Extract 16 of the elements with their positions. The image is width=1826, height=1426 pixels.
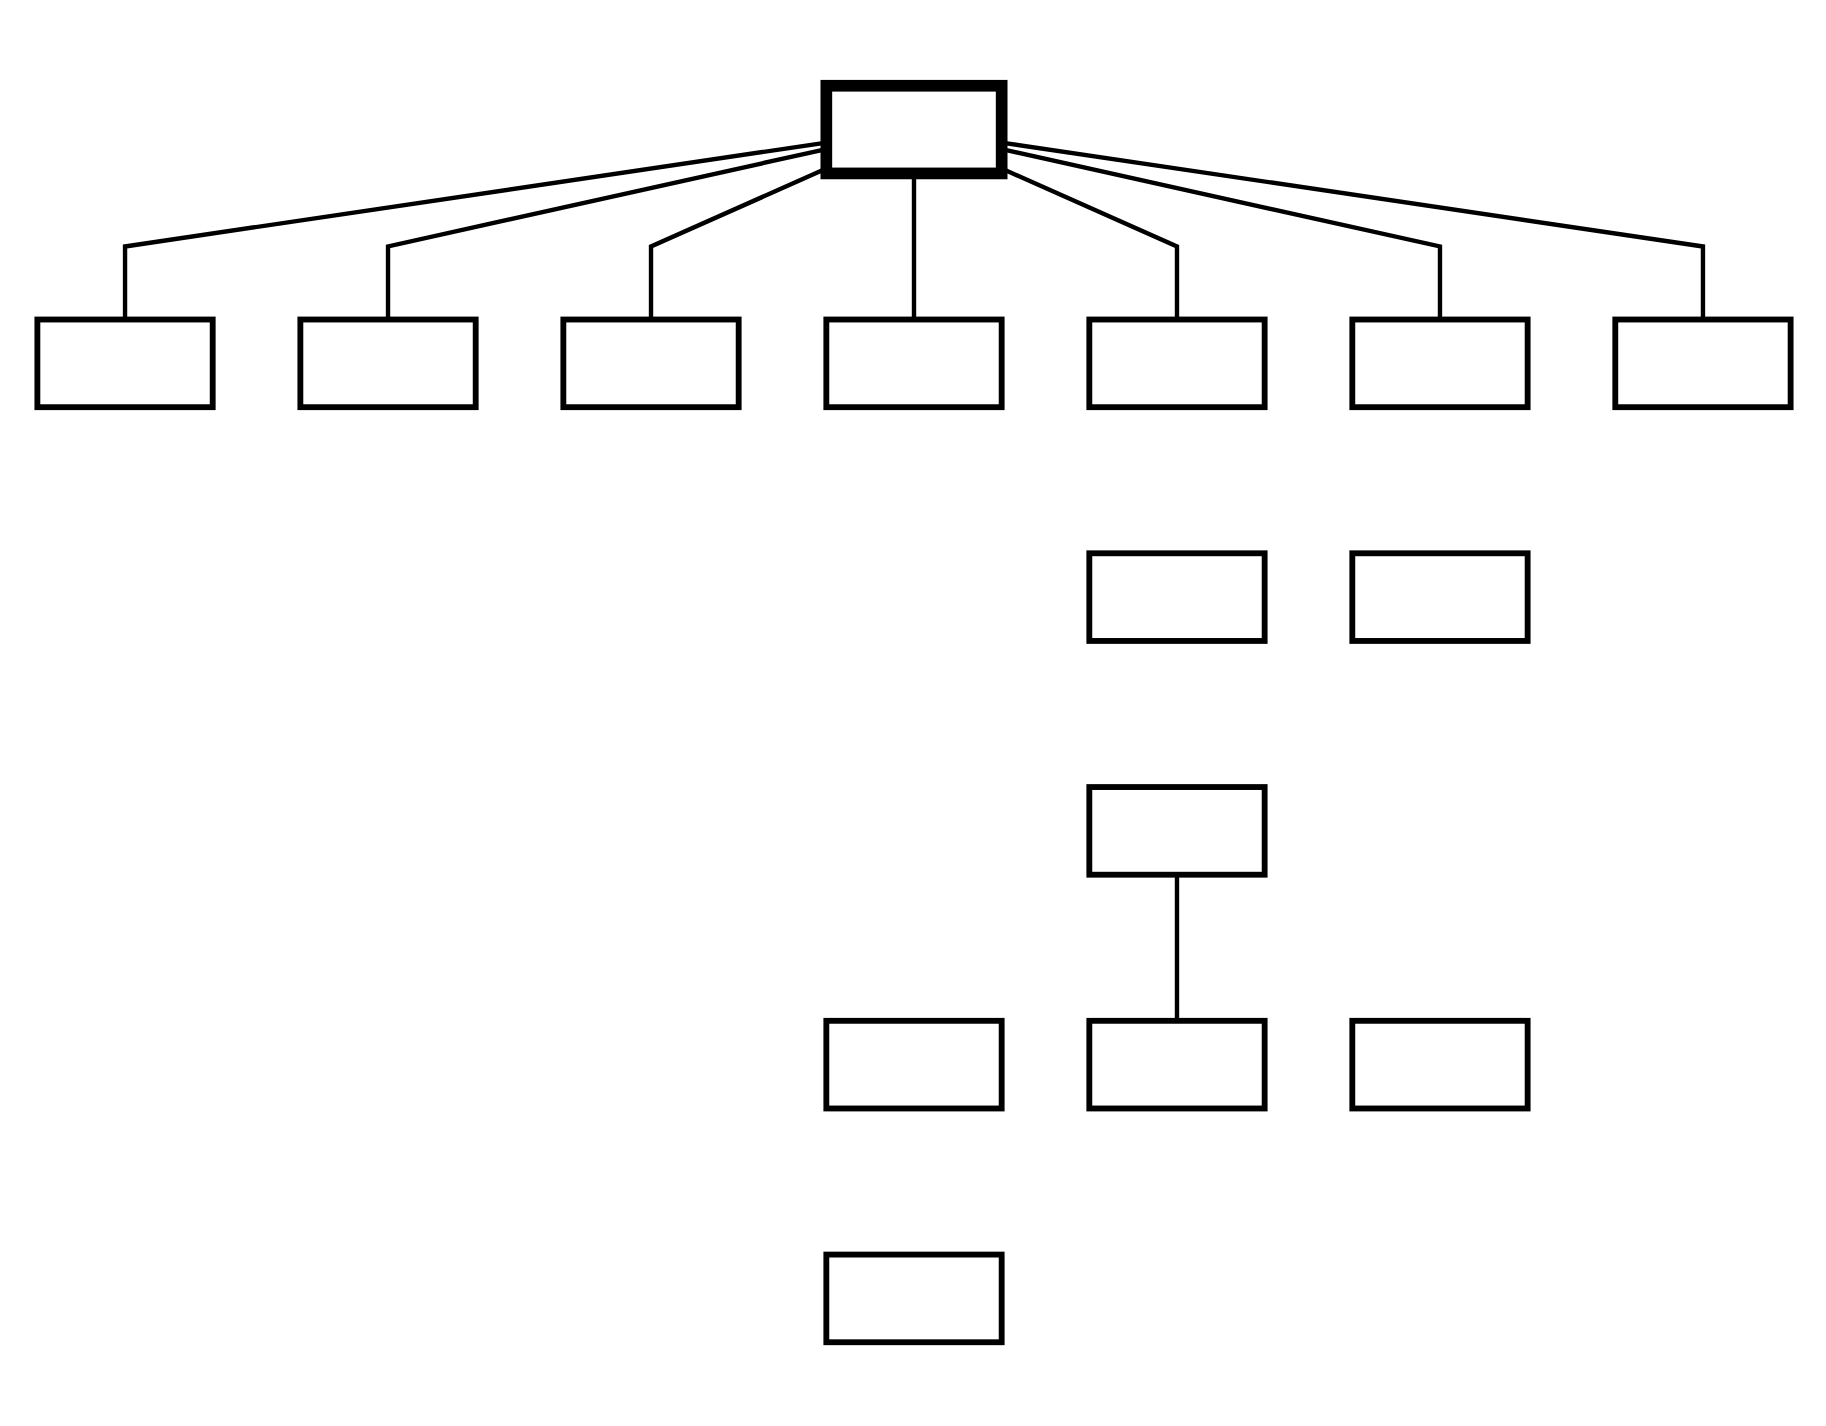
empty-box xyxy=(822,1250,1004,1345)
empty-box xyxy=(822,315,1004,410)
empty-box xyxy=(1348,1016,1530,1111)
empty-box xyxy=(1611,315,1793,410)
empty-box xyxy=(33,315,215,410)
empty-box xyxy=(1348,315,1530,410)
header-bar xyxy=(819,78,1007,179)
empty-box xyxy=(296,315,478,410)
empty-box xyxy=(1085,549,1267,643)
empty-box xyxy=(1085,1016,1267,1111)
empty-box xyxy=(822,1016,1004,1111)
empty-box xyxy=(1085,315,1267,410)
connector-line xyxy=(1173,873,1179,1020)
empty-box xyxy=(1085,783,1267,877)
empty-box xyxy=(559,315,741,410)
empty-box xyxy=(1348,549,1530,643)
